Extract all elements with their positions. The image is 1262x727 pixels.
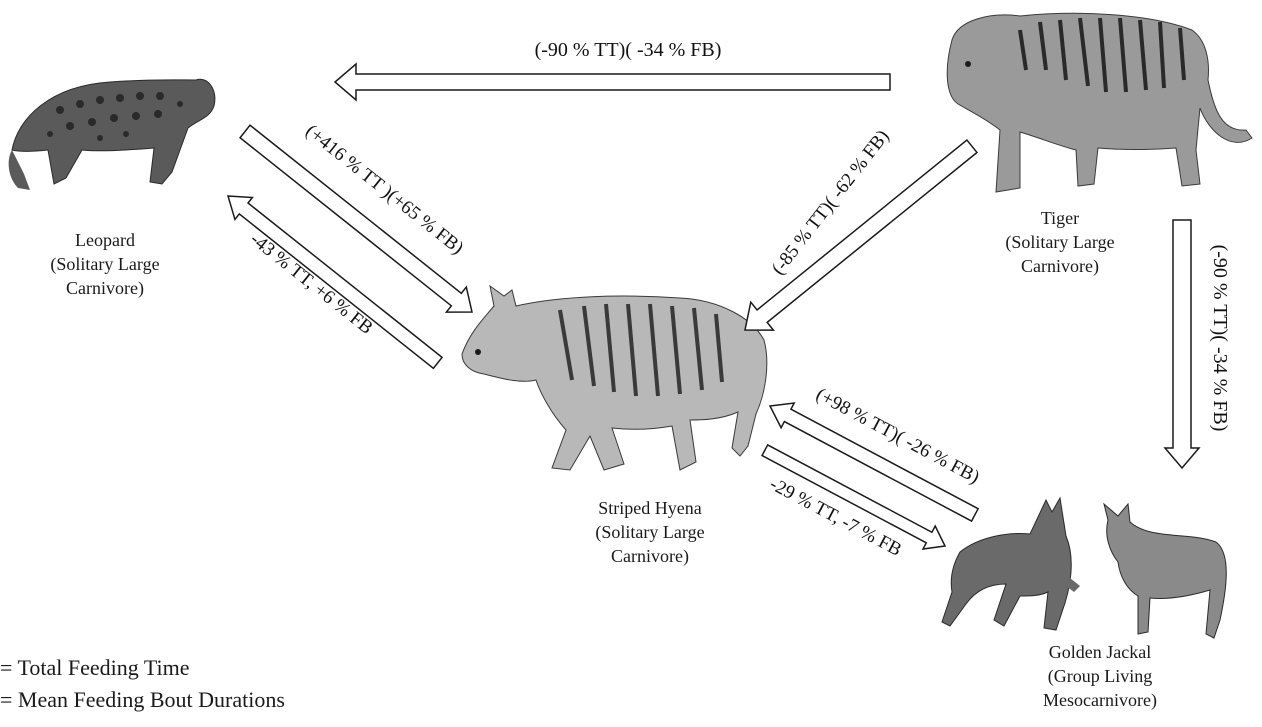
golden-jackal-name: Golden Jackal [1010, 640, 1190, 664]
label-tiger-to-jackal: (-90 % TT)( -34 % FB) [1209, 245, 1231, 432]
striped-hyena-desc-line1: (Solitary Large [550, 520, 750, 544]
tiger-desc-line2: Carnivore) [970, 254, 1150, 278]
golden-jackal-desc-line2: Mesocarnivore) [1010, 688, 1190, 712]
label-tiger-to-leopard: (-90 % TT)( -34 % FB) [535, 39, 722, 61]
striped-hyena-name: Striped Hyena [550, 496, 750, 520]
tiger-label: Tiger (Solitary Large Carnivore) [970, 206, 1150, 278]
golden-jackal-desc-line1: (Group Living [1010, 664, 1190, 688]
legend-tt: = Total Feeding Time [0, 654, 190, 682]
label-hyena-to-leopard: -43 % TT, +6 % FB [246, 229, 377, 339]
tiger-name: Tiger [970, 206, 1150, 230]
arrow-tiger-to-jackal [1165, 220, 1199, 468]
leopard-name: Leopard [20, 228, 190, 252]
leopard-image [9, 79, 215, 190]
golden-jackal-image [942, 498, 1226, 638]
tiger-image [947, 13, 1252, 192]
leopard-desc-line1: (Solitary Large [20, 252, 190, 276]
legend-fb: = Mean Feeding Bout Durations [0, 686, 285, 714]
tiger-desc-line1: (Solitary Large [970, 230, 1150, 254]
striped-hyena-image [462, 286, 767, 470]
golden-jackal-label: Golden Jackal (Group Living Mesocarnivor… [1010, 640, 1190, 712]
striped-hyena-label: Striped Hyena (Solitary Large Carnivore) [550, 496, 750, 568]
arrow-tiger-to-leopard [335, 64, 890, 100]
striped-hyena-desc-line2: Carnivore) [550, 544, 750, 568]
leopard-desc-line2: Carnivore) [20, 276, 190, 300]
leopard-label: Leopard (Solitary Large Carnivore) [20, 228, 190, 300]
